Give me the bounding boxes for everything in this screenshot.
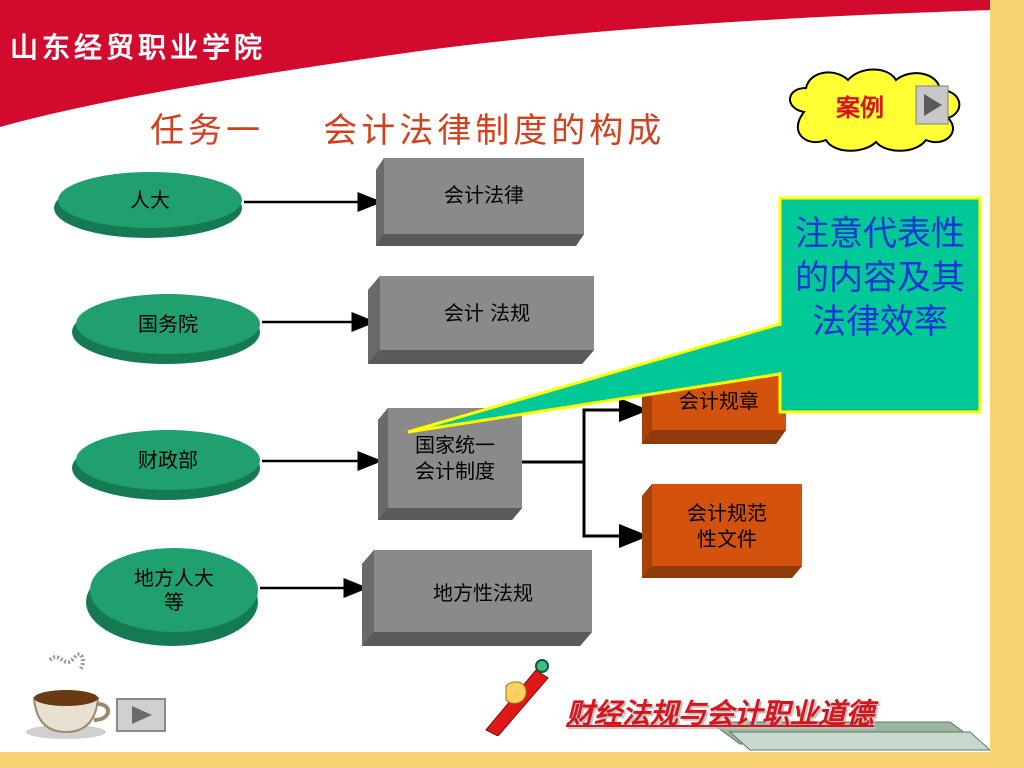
box-kuaijifalv xyxy=(376,158,584,246)
play-icon xyxy=(132,706,152,724)
callout-note xyxy=(407,196,982,434)
course-title: 财经法规与会计职业道德 xyxy=(566,697,875,730)
right-decorative-bar xyxy=(990,0,1024,768)
pencil-hand-icon xyxy=(485,659,549,736)
next-slide-button[interactable] xyxy=(116,698,166,732)
oval-renda xyxy=(54,172,242,238)
source-label-guowuyuan: 国务院 xyxy=(138,312,198,336)
box-difangxingfagui xyxy=(362,550,592,646)
bottom-decorative-bar xyxy=(0,752,1024,768)
oval-caizhengbu xyxy=(72,430,260,500)
source-label-renda: 人大 xyxy=(130,188,170,212)
sub-document-label-kuaijiguizhang: 会计规章 xyxy=(679,389,759,413)
source-label-caizhengbu: 财政部 xyxy=(138,448,198,472)
document-label-difangxingfagui: 地方性法规 xyxy=(433,581,533,605)
play-icon[interactable] xyxy=(915,85,949,125)
header-banner xyxy=(0,0,1024,129)
source-label-difangrenda: 地方人大 等 xyxy=(134,566,214,614)
box-kuaijifagui xyxy=(368,276,594,364)
document-label-kuaijifalv: 会计法律 xyxy=(444,183,524,207)
document-label-kuaijifagui: 会计 法规 xyxy=(443,301,531,325)
book-stack-decoration xyxy=(708,721,990,751)
oval-difangrenda xyxy=(86,548,258,646)
box-kuaijiguifan xyxy=(642,484,802,578)
coffee-cup-icon xyxy=(26,652,110,739)
box-guojiatongyi xyxy=(378,408,522,520)
case-button-label[interactable]: 案例 xyxy=(836,93,884,122)
page-title: 任务一 会计法律制度的构成 xyxy=(150,111,666,151)
oval-guowuyuan xyxy=(72,294,260,364)
school-name: 山东经贸职业学院 xyxy=(10,31,267,64)
case-cloud-button[interactable] xyxy=(776,62,970,158)
sub-document-label-kuaijiguifan: 会计规范 性文件 xyxy=(687,501,767,551)
callout-text: 注意代表性的内容及其法律效率 xyxy=(795,214,965,342)
document-label-guojiatongyi: 国家统一 会计制度 xyxy=(415,433,495,483)
